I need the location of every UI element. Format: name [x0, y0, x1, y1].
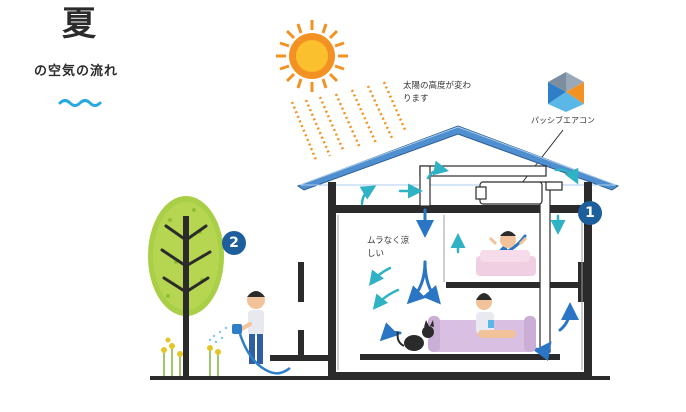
page-title: 夏 [62, 4, 96, 44]
sun-icon [276, 20, 348, 92]
cat-icon [396, 320, 434, 351]
tree-icon [148, 196, 224, 378]
airflow-arrows [359, 160, 579, 310]
interior-lines [337, 215, 583, 370]
product-name-label: パッシブエアコン [531, 116, 595, 125]
sun-altitude-label: 太陽の高度が変わります [403, 81, 472, 104]
step-badge-2: 2 [222, 231, 246, 255]
passive-aircon-logo-icon [548, 72, 584, 112]
roof [296, 125, 620, 191]
flowers [161, 337, 221, 376]
house-structure [150, 182, 610, 380]
page-subtitle: の空気の流れ [34, 64, 119, 79]
woman-on-sofa [428, 293, 536, 352]
child-in-bed [476, 231, 536, 276]
boy-watering [208, 291, 291, 375]
step-badge-1: 1 [578, 201, 602, 225]
sun-rays [290, 81, 408, 161]
even-cooling-label: ムラなく涼しい [367, 236, 410, 259]
wave-icon [58, 99, 102, 107]
